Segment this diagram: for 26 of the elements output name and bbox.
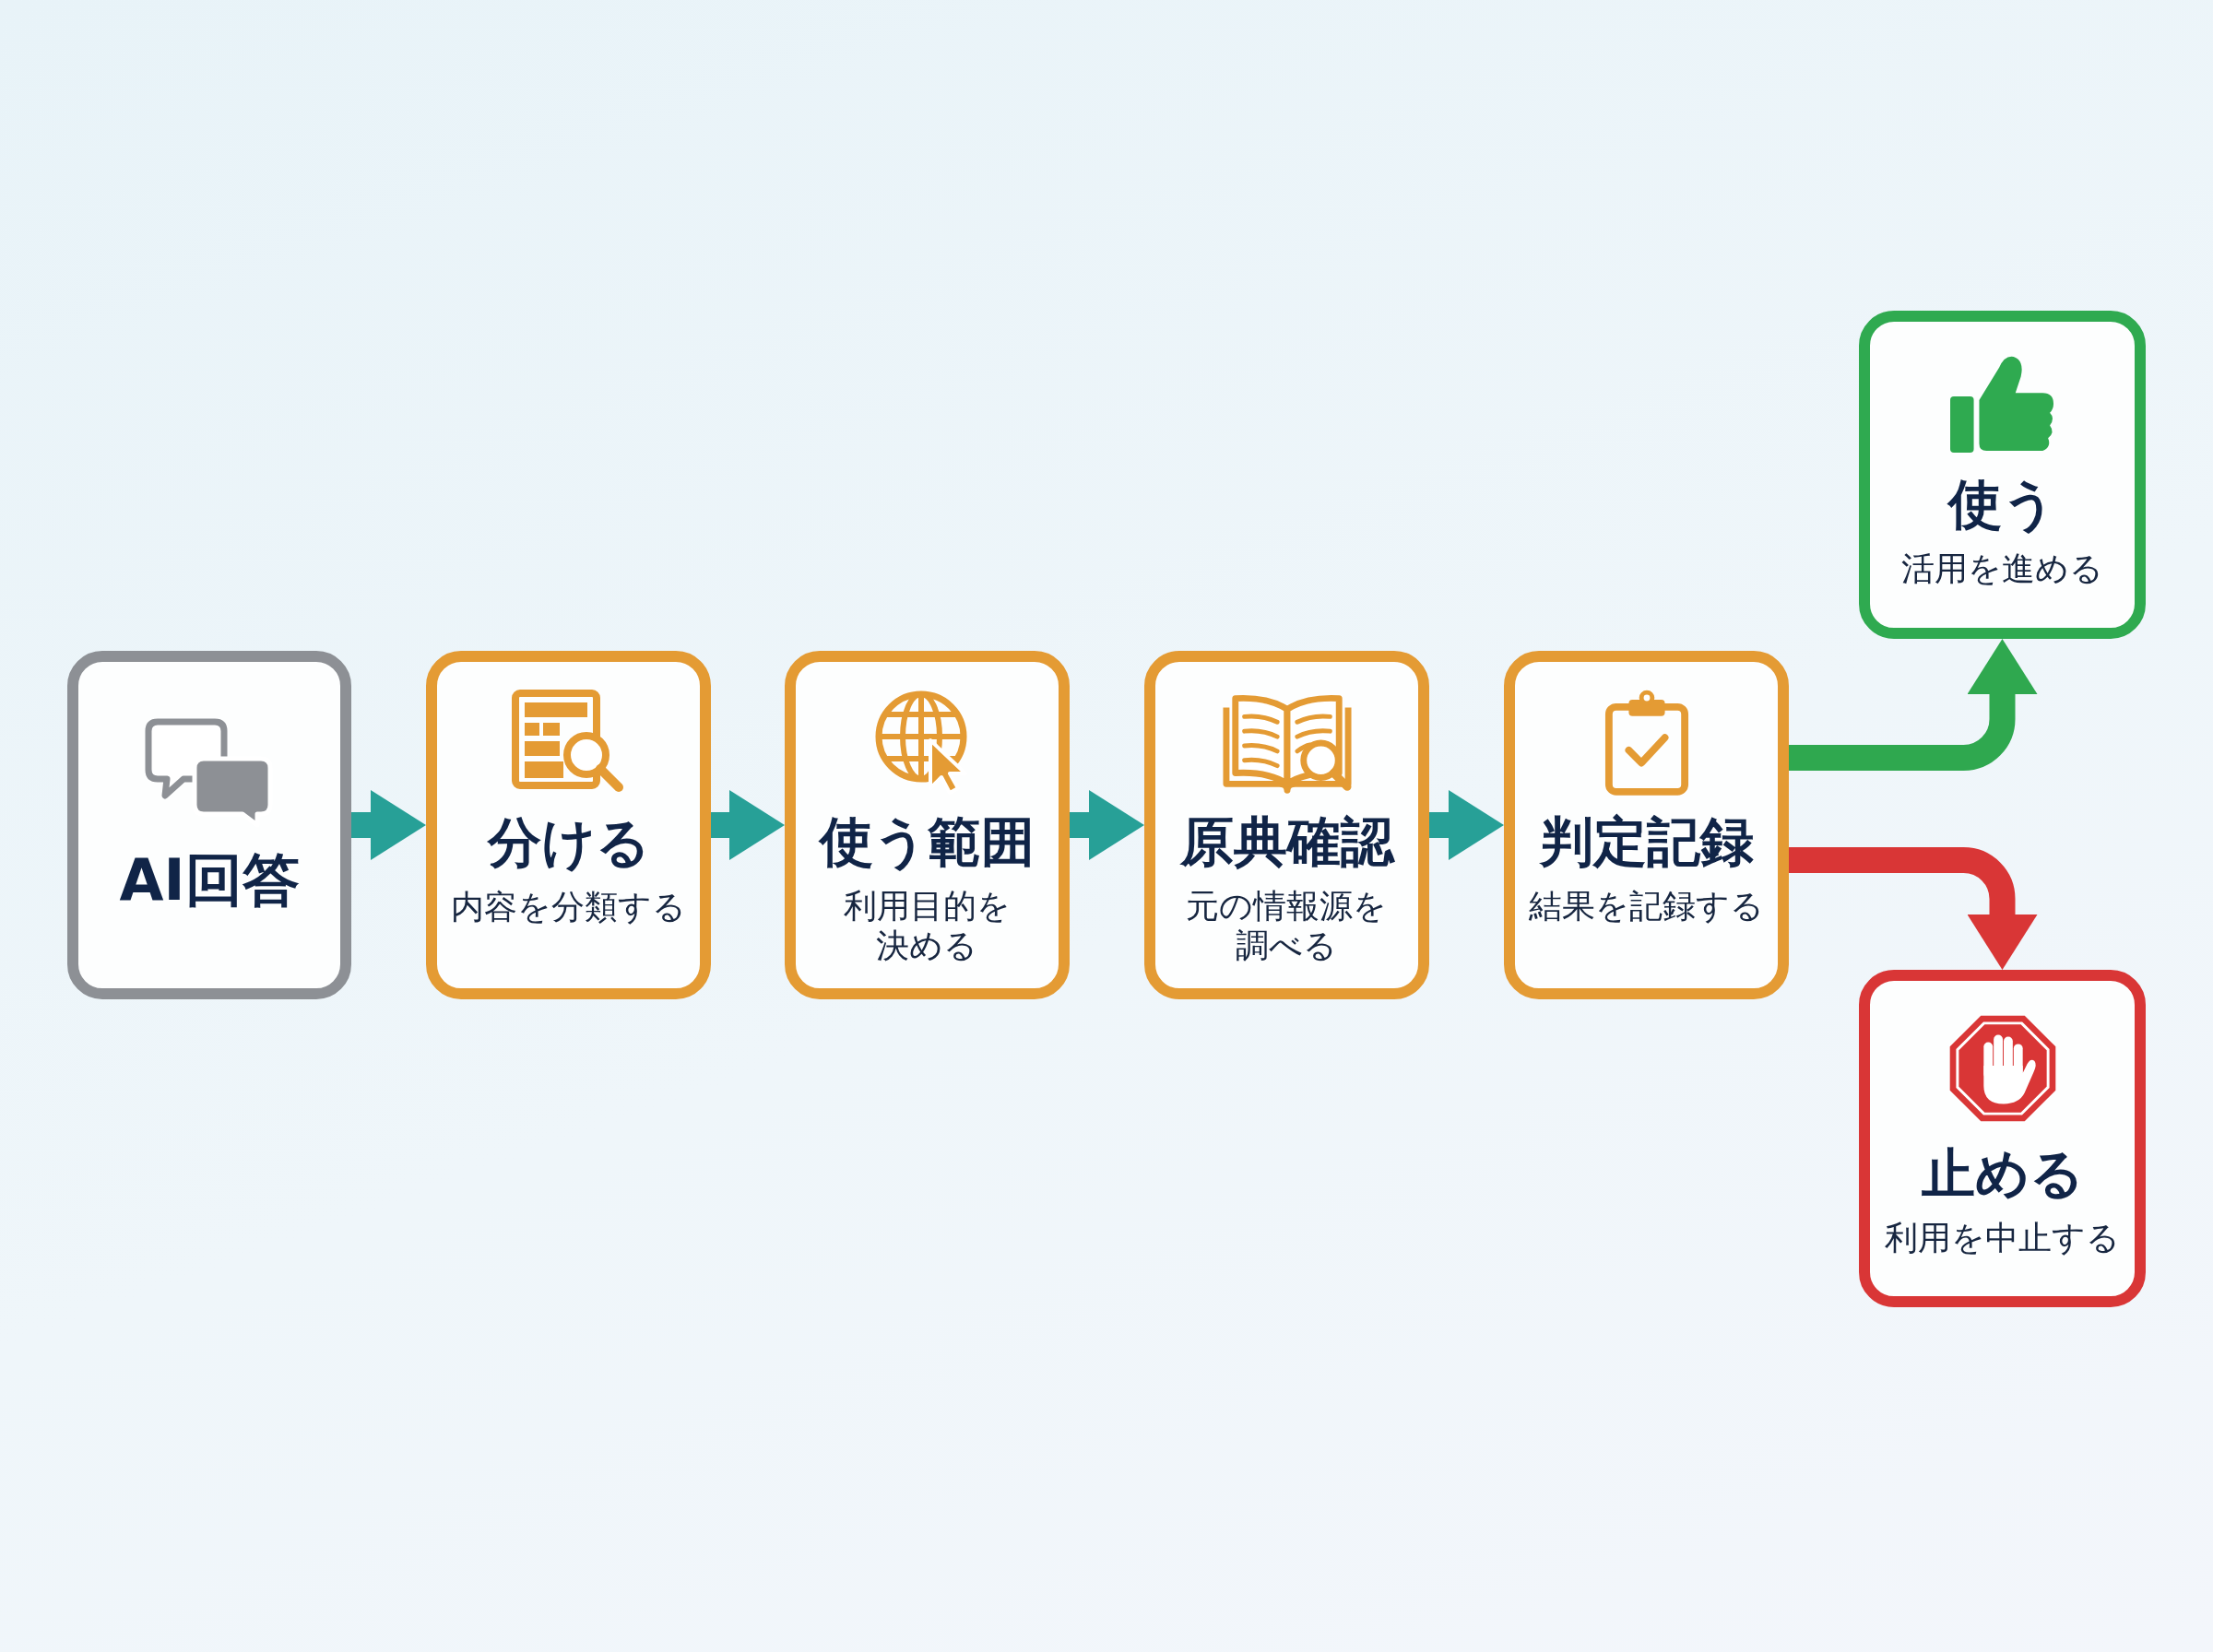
flow-arrow (1070, 790, 1144, 860)
step-title: 分ける (487, 811, 650, 876)
step-title: 止める (1921, 1142, 2084, 1207)
step-description: 結果を記録する (1529, 885, 1764, 926)
step-title: 使う範囲 (820, 810, 1035, 875)
step-description: 内容を分類する (451, 886, 686, 926)
step-box (426, 651, 711, 999)
step-description: 元の情報源を調べる (1185, 885, 1389, 965)
flow-arrow (1789, 847, 2038, 970)
step-box (67, 651, 351, 999)
outcome-box (1859, 970, 2146, 1307)
step-title: 原典確認 (1179, 810, 1394, 875)
step-description: 利用を中止する (1885, 1217, 2120, 1257)
flow-arrow (351, 790, 426, 860)
step-description: 活用を進める (1901, 548, 2103, 588)
step-title: 使う (1948, 473, 2056, 537)
flow-arrow (711, 790, 785, 860)
flow-arrow (1789, 639, 2038, 771)
step-box (785, 651, 1070, 999)
outcome-box (1859, 311, 2146, 639)
flow-arrow (1429, 790, 1504, 860)
step-title: 判定記録 (1539, 810, 1754, 875)
step-title: AI回答 (119, 846, 300, 915)
step-box (1144, 651, 1429, 999)
step-description: 利用目的を決める (843, 885, 1012, 965)
step-box (1504, 651, 1789, 999)
